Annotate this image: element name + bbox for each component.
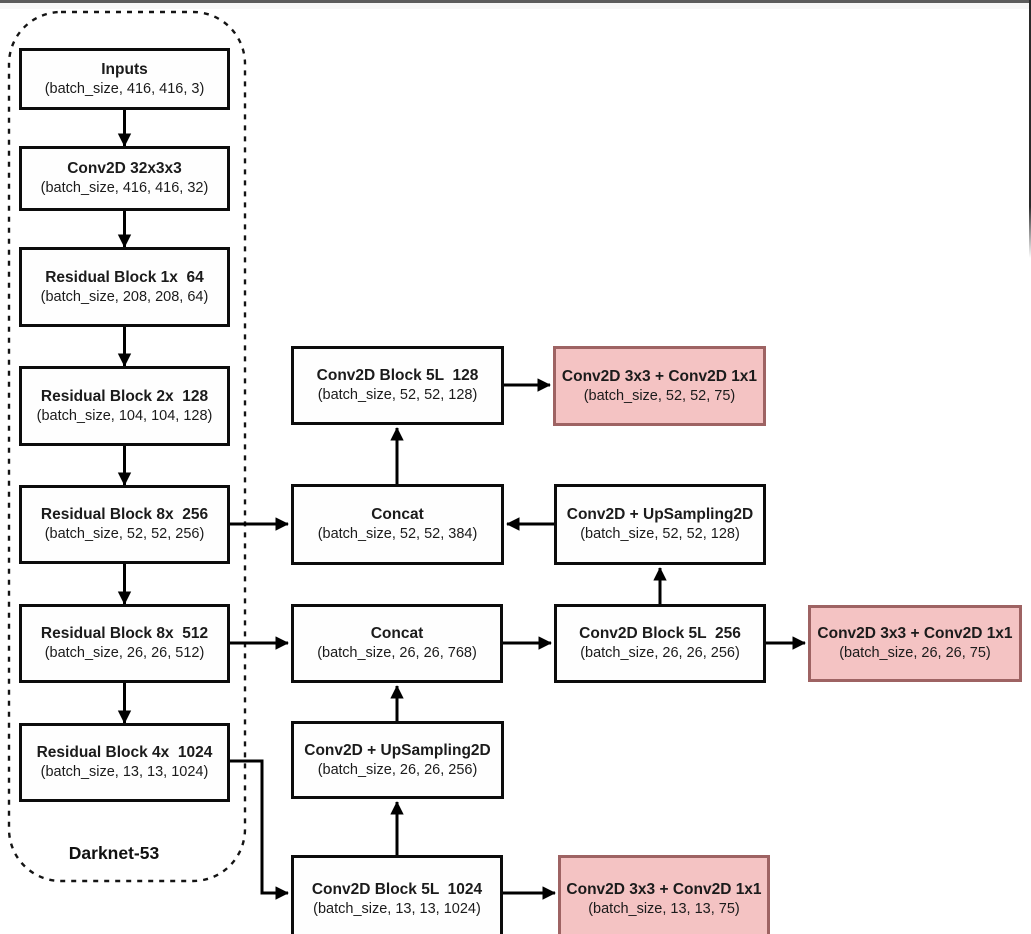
node-residual-block-8x-512: Residual Block 8x 512 (batch_size, 26, 2… <box>19 604 230 683</box>
node-shape: (batch_size, 26, 26, 256) <box>317 761 478 778</box>
node-residual-block-8x-256: Residual Block 8x 256 (batch_size, 52, 5… <box>19 485 230 564</box>
window-top-band <box>0 3 1031 9</box>
node-title: Inputs <box>101 60 148 78</box>
window-top-edge <box>0 0 1031 3</box>
node-shape: (batch_size, 26, 26, 512) <box>44 645 205 661</box>
node-conv2d-block-5l-1024: Conv2D Block 5L 1024 (batch_size, 13, 13… <box>291 855 503 934</box>
darknet53-label: Darknet-53 <box>68 843 160 863</box>
node-shape: (batch_size, 26, 26, 768) <box>317 645 477 661</box>
node-title: Concat <box>371 506 424 523</box>
node-shape: (batch_size, 13, 13, 1024) <box>313 901 481 917</box>
node-title: Conv2D + UpSampling2D <box>304 741 491 759</box>
node-shape: (batch_size, 416, 416, 32) <box>40 180 209 196</box>
node-detection-head-52: Conv2D 3x3 + Conv2D 1x1 (batch_size, 52,… <box>553 346 766 426</box>
node-shape: (batch_size, 13, 13, 1024) <box>40 764 209 780</box>
node-shape: (batch_size, 104, 104, 128) <box>36 407 213 424</box>
node-concat-26: Concat (batch_size, 26, 26, 768) <box>291 604 503 683</box>
node-title: Residual Block 4x 1024 <box>36 744 213 761</box>
node-title: Conv2D 3x3 + Conv2D 1x1 <box>566 881 762 898</box>
node-shape: (batch_size, 52, 52, 128) <box>580 526 740 542</box>
node-title: Conv2D 3x3 + Conv2D 1x1 <box>817 625 1013 642</box>
node-title: Residual Block 1x 64 <box>45 268 204 286</box>
node-shape: (batch_size, 52, 52, 384) <box>317 526 478 542</box>
node-shape: (batch_size, 26, 26, 75) <box>839 645 991 661</box>
node-conv2d-block-5l-256: Conv2D Block 5L 256 (batch_size, 26, 26,… <box>554 604 766 683</box>
node-conv2d-block-5l-128: Conv2D Block 5L 128 (batch_size, 52, 52,… <box>291 346 504 425</box>
node-residual-block-4x: Residual Block 4x 1024 (batch_size, 13, … <box>19 723 230 802</box>
node-shape: (batch_size, 52, 52, 256) <box>44 526 205 542</box>
node-title: Conv2D Block 5L 128 <box>316 367 479 384</box>
node-shape: (batch_size, 13, 13, 75) <box>588 901 740 917</box>
node-upsampling-26: Conv2D + UpSampling2D (batch_size, 26, 2… <box>291 721 504 799</box>
darknet53-dashed-container <box>7 10 247 883</box>
node-title: Conv2D Block 5L 256 <box>579 625 741 642</box>
node-detection-head-26: Conv2D 3x3 + Conv2D 1x1 (batch_size, 26,… <box>808 605 1022 682</box>
node-residual-block-1x: Residual Block 1x 64 (batch_size, 208, 2… <box>19 247 230 327</box>
node-detection-head-13: Conv2D 3x3 + Conv2D 1x1 (batch_size, 13,… <box>558 855 770 934</box>
arrow-res4-to-block1024 <box>230 759 289 900</box>
window-right-edge <box>1029 0 1031 258</box>
node-title: Residual Block 8x 512 <box>40 625 209 642</box>
node-title: Residual Block 2x 128 <box>40 387 209 405</box>
node-title: Residual Block 8x 256 <box>40 506 209 523</box>
node-upsampling-52: Conv2D + UpSampling2D (batch_size, 52, 5… <box>554 484 766 565</box>
node-title: Conv2D Block 5L 1024 <box>311 881 483 898</box>
node-inputs: Inputs (batch_size, 416, 416, 3) <box>19 48 230 110</box>
node-shape: (batch_size, 52, 52, 75) <box>583 387 736 404</box>
node-shape: (batch_size, 416, 416, 3) <box>44 80 205 97</box>
node-shape: (batch_size, 52, 52, 128) <box>317 387 478 403</box>
node-title: Concat <box>370 625 424 642</box>
node-conv2d-32: Conv2D 32x3x3 (batch_size, 416, 416, 32) <box>19 146 230 211</box>
node-shape: (batch_size, 26, 26, 256) <box>580 645 740 661</box>
node-concat-52: Concat (batch_size, 52, 52, 384) <box>291 484 504 565</box>
node-shape: (batch_size, 208, 208, 64) <box>40 288 209 305</box>
node-title: Conv2D 32x3x3 <box>67 160 182 177</box>
node-title: Conv2D + UpSampling2D <box>566 506 754 523</box>
node-residual-block-2x: Residual Block 2x 128 (batch_size, 104, … <box>19 366 230 446</box>
node-title: Conv2D 3x3 + Conv2D 1x1 <box>561 367 758 385</box>
